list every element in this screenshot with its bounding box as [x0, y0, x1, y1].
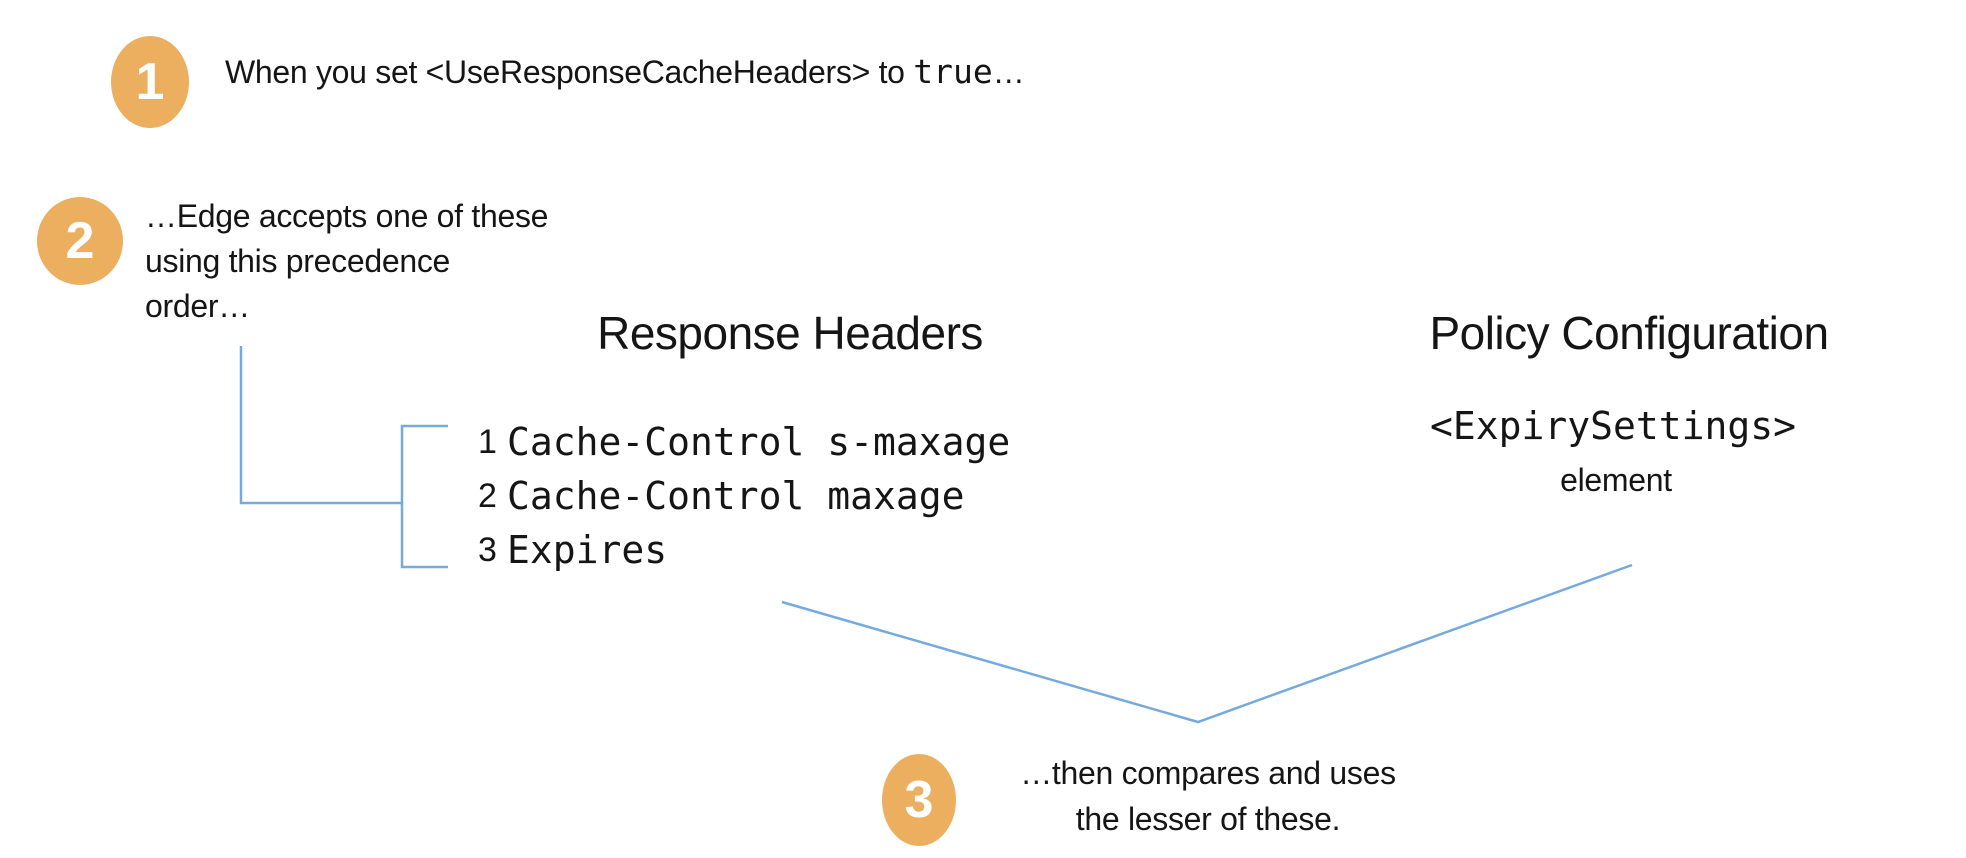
step-2-badge: 2	[37, 197, 123, 285]
step-1-text-prefix: When you set <UseResponseCacheHeaders> t…	[225, 54, 914, 90]
step-1-text-suffix: …	[992, 54, 1025, 90]
precedence-item-2: 2 Cache-Control maxage	[478, 469, 1010, 523]
precedence-item-1: 1 Cache-Control s-maxage	[478, 415, 1010, 469]
step-2-text: …Edge accepts one of these using this pr…	[145, 194, 548, 329]
precedence-item-3: 3 Expires	[478, 523, 1010, 577]
step-3-badge: 3	[882, 754, 956, 846]
precedence-item-3-value: Expires	[507, 528, 668, 572]
element-label: element	[1560, 462, 1672, 498]
policy-configuration-title: Policy Configuration	[1429, 307, 1829, 359]
step2-to-list-connector-line	[239, 346, 401, 505]
step-3-text-line-1: …then compares and uses	[1020, 755, 1396, 791]
step-3-text: …then compares and uses the lesser of th…	[1020, 750, 1396, 842]
precedence-item-3-rank: 3	[478, 530, 497, 569]
precedence-item-2-value: Cache-Control maxage	[507, 474, 965, 518]
precedence-item-2-rank: 2	[478, 476, 497, 515]
precedence-list: 1 Cache-Control s-maxage 2 Cache-Control…	[478, 415, 1010, 577]
expiry-settings-tag: <ExpirySettings>	[1429, 404, 1797, 448]
step-2-text-line-1: …Edge accepts one of these	[145, 198, 549, 234]
step-3-number: 3	[904, 771, 934, 829]
step-2-text-line-2: using this precedence	[145, 243, 451, 279]
step-1-number: 1	[135, 53, 165, 111]
step-1-code-true: true	[913, 52, 993, 91]
precedence-list-bracket	[400, 424, 448, 569]
response-headers-title: Response Headers	[597, 307, 983, 359]
step-2-number: 2	[65, 212, 95, 270]
step-2-text-line-3: order…	[145, 288, 250, 324]
compare-v-connector-line	[781, 563, 1633, 724]
precedence-item-1-value: Cache-Control s-maxage	[507, 420, 1011, 464]
step-3-text-line-2: the lesser of these.	[1075, 801, 1341, 837]
step-1-text: When you set <UseResponseCacheHeaders> t…	[225, 50, 1025, 94]
step-1-badge: 1	[111, 36, 189, 128]
precedence-item-1-rank: 1	[478, 422, 497, 461]
